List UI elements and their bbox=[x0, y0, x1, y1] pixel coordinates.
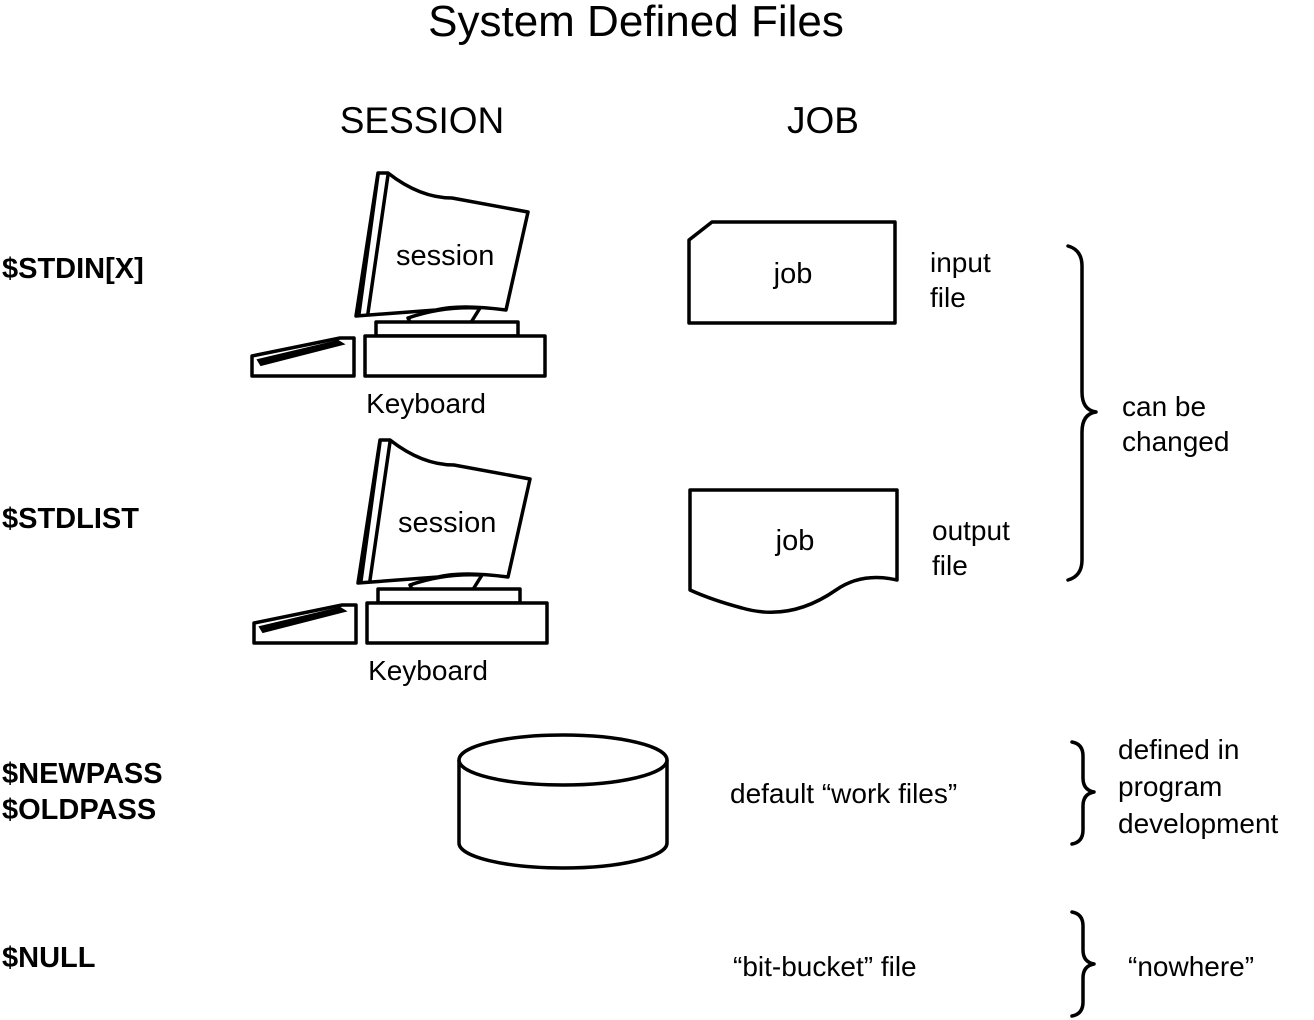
nowhere-brace-icon bbox=[1070, 910, 1096, 1018]
session-column-header: SESSION bbox=[340, 100, 505, 141]
changeable-note-line2: changed bbox=[1122, 426, 1229, 457]
nowhere-note: “nowhere” bbox=[1128, 951, 1254, 982]
diagram-title: System Defined Files bbox=[428, 0, 844, 46]
oldpass-label: $OLDPASS bbox=[2, 794, 156, 826]
keyboard-label: Keyboard bbox=[368, 655, 488, 686]
newpass-label: $NEWPASS bbox=[2, 758, 163, 790]
stdin-label: $STDIN[X] bbox=[2, 253, 144, 285]
job-column-header: JOB bbox=[787, 100, 859, 141]
session-screen-label: session bbox=[396, 240, 494, 272]
program-brace-icon bbox=[1070, 740, 1096, 846]
stdlist-label: $STDLIST bbox=[2, 503, 139, 535]
input-file-label-line1: input bbox=[930, 247, 991, 278]
null-label: $NULL bbox=[2, 942, 95, 974]
program-note-line3: development bbox=[1118, 808, 1279, 839]
job-output-label: job bbox=[775, 525, 815, 557]
changeable-brace-icon bbox=[1066, 244, 1098, 582]
output-file-label-line1: output bbox=[932, 515, 1010, 546]
job-output-document-icon bbox=[688, 488, 899, 614]
job-input-card-icon bbox=[687, 220, 897, 325]
disk-storage-icon bbox=[457, 733, 669, 870]
program-note-line2: program bbox=[1118, 771, 1222, 802]
session-screen-label: session bbox=[398, 507, 496, 539]
bit-bucket-description: “bit-bucket” file bbox=[733, 951, 917, 982]
changeable-note-line1: can be bbox=[1122, 391, 1206, 422]
program-note-line1: defined in bbox=[1118, 734, 1239, 765]
input-file-label-line2: file bbox=[930, 282, 966, 313]
job-input-label: job bbox=[773, 258, 813, 290]
session-terminal-icon bbox=[250, 171, 547, 378]
output-file-label-line2: file bbox=[932, 550, 968, 581]
session-terminal-icon bbox=[252, 438, 549, 645]
keyboard-label: Keyboard bbox=[366, 388, 486, 419]
work-files-description: default “work files” bbox=[730, 778, 957, 809]
